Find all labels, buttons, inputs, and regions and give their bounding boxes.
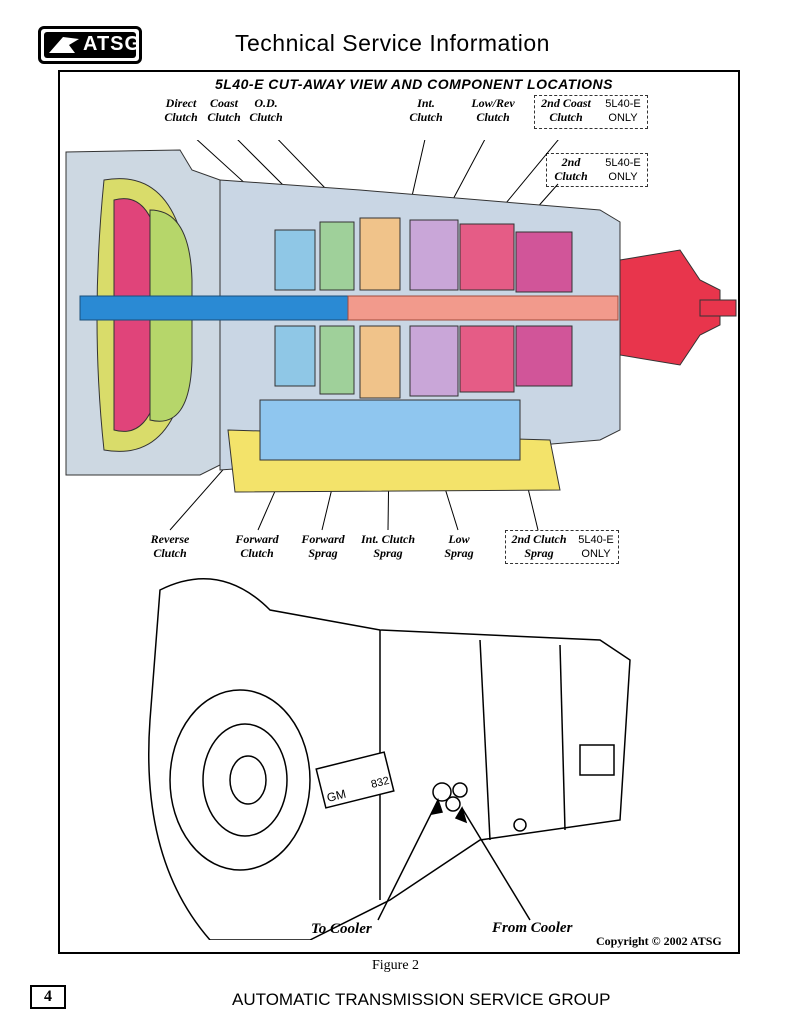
cooler-arrows <box>377 797 531 921</box>
label-from-cooler: From Cooler <box>492 920 573 936</box>
transmission-logo-icon <box>49 37 79 53</box>
clutch-packs <box>274 217 573 399</box>
case-text: 832 <box>370 775 391 791</box>
footer-org: AUTOMATIC TRANSMISSION SERVICE GROUP <box>232 990 611 1009</box>
callout-2nd-coast-clutch <box>534 95 648 129</box>
callout-2nd-clutch <box>546 153 648 187</box>
logo-text: ATSG <box>83 33 142 55</box>
page-number: 4 <box>30 985 66 1009</box>
valve-body <box>259 399 521 461</box>
atsg-logo: ATSG <box>38 26 142 64</box>
callout-2nd-clutch-sprag <box>505 530 619 564</box>
output-flange <box>619 249 721 366</box>
figure-caption: Figure 2 <box>372 958 420 973</box>
main-shaft <box>347 295 619 321</box>
case-brand: GM <box>325 787 347 805</box>
cutaway-and-case-illustration: GM 832 <box>65 140 737 940</box>
label-int-clutch: Int.Clutch <box>409 96 443 124</box>
transmission-case-drawing <box>148 578 631 940</box>
copyright: Copyright © 2002 ATSG <box>596 934 722 948</box>
label-to-cooler: To Cooler <box>311 921 372 937</box>
diagram-title: 5L40-E CUT-AWAY VIEW AND COMPONENT LOCAT… <box>215 76 613 92</box>
page-title: Technical Service Information <box>235 30 550 56</box>
figure-frame <box>58 70 740 954</box>
label-od-clutch: O.D.Clutch <box>249 96 283 124</box>
input-shaft <box>79 295 351 321</box>
